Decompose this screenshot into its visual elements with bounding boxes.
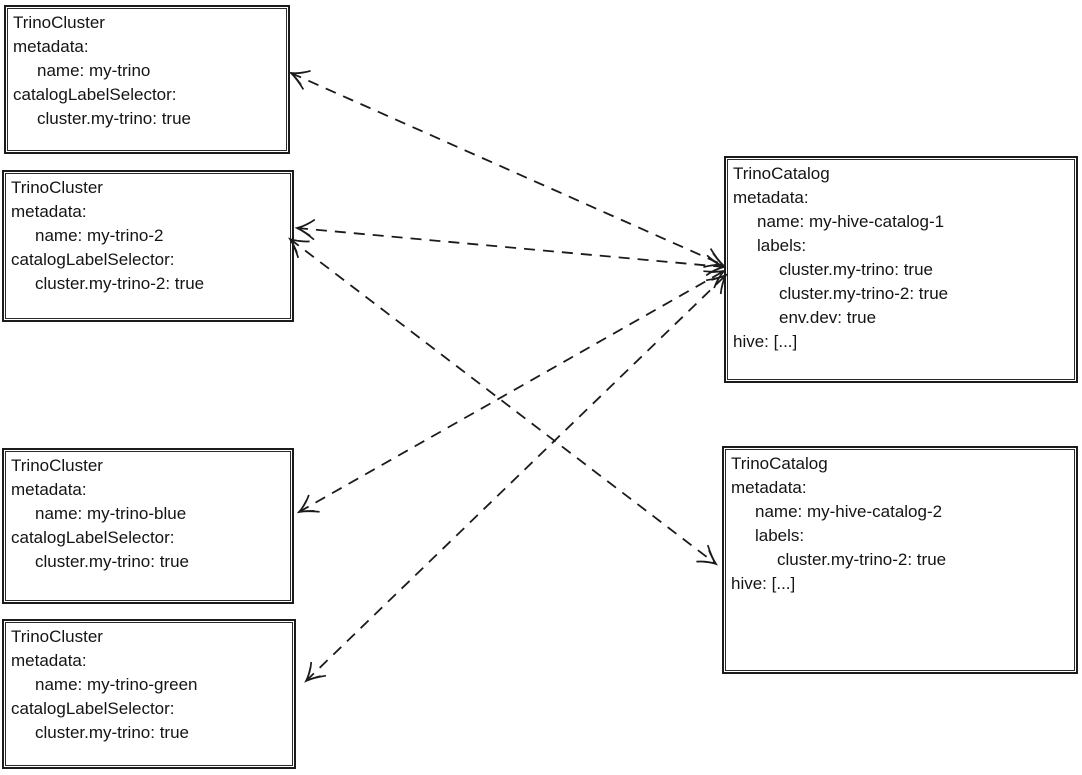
yaml-line: cluster.my-trino: true (779, 260, 933, 279)
yaml-line: hive: [...] (731, 574, 796, 593)
yaml-line: cluster.my-trino-2: true (777, 550, 947, 569)
trino-catalog-card-my-hive-catalog-1: TrinoCatalog metadata: name: my-hive-cat… (724, 156, 1078, 383)
yaml-line: catalogLabelSelector: (11, 699, 175, 718)
trino-cluster-card-my-trino-2: TrinoCluster metadata: name: my-trino-2 … (2, 170, 294, 322)
yaml-line: metadata: (731, 478, 807, 497)
yaml-line: metadata: (13, 37, 89, 56)
resource-kind-label: TrinoCatalog (733, 164, 830, 183)
yaml-line: catalogLabelSelector: (13, 85, 177, 104)
yaml-line: metadata: (11, 202, 87, 221)
yaml-line: cluster.my-trino: true (35, 723, 189, 742)
edge-my-trino-blue--my-hive-catalog-1 (296, 269, 727, 514)
yaml-line: env.dev: true (779, 308, 877, 327)
yaml-line: catalogLabelSelector: (11, 528, 175, 547)
yaml-line: labels: (757, 236, 807, 255)
yaml-line: metadata: (11, 480, 87, 499)
yaml-line: metadata: (733, 188, 809, 207)
yaml-line: cluster.my-trino-2: true (779, 284, 949, 303)
edge-my-trino-2--my-hive-catalog-1 (294, 218, 727, 277)
resource-kind-label: TrinoCluster (11, 627, 103, 646)
yaml-line: cluster.my-trino-2: true (35, 274, 205, 293)
edge-my-trino--my-hive-catalog-1 (288, 69, 726, 269)
yaml-line: name: my-hive-catalog-2 (755, 502, 943, 521)
yaml-line: cluster.my-trino: true (35, 552, 189, 571)
trino-cluster-card-my-trino-blue: TrinoCluster metadata: name: my-trino-bl… (2, 448, 294, 604)
resource-kind-label: TrinoCluster (11, 456, 103, 475)
trino-cluster-card-my-trino-green: TrinoCluster metadata: name: my-trino-gr… (2, 619, 296, 769)
trino-cluster-card-my-trino: TrinoCluster metadata: name: my-trino ca… (4, 5, 290, 154)
yaml-line: name: my-trino (37, 61, 151, 80)
yaml-line: hive: [...] (733, 332, 798, 351)
yaml-line: name: my-trino-blue (35, 504, 187, 523)
yaml-line: metadata: (11, 651, 87, 670)
yaml-line: name: my-trino-2 (35, 226, 164, 245)
yaml-line: catalogLabelSelector: (11, 250, 175, 269)
edge-my-trino-green--my-hive-catalog-1 (304, 273, 728, 683)
yaml-line: name: my-hive-catalog-1 (757, 212, 945, 231)
edge-my-trino-2--my-hive-catalog-2 (288, 237, 718, 566)
trino-catalog-card-my-hive-catalog-2: TrinoCatalog metadata: name: my-hive-cat… (722, 446, 1078, 674)
resource-kind-label: TrinoCluster (13, 13, 105, 32)
resource-kind-label: TrinoCatalog (731, 454, 828, 473)
yaml-line: name: my-trino-green (35, 675, 198, 694)
yaml-line: cluster.my-trino: true (37, 109, 191, 128)
yaml-line: labels: (755, 526, 805, 545)
resource-kind-label: TrinoCluster (11, 178, 103, 197)
